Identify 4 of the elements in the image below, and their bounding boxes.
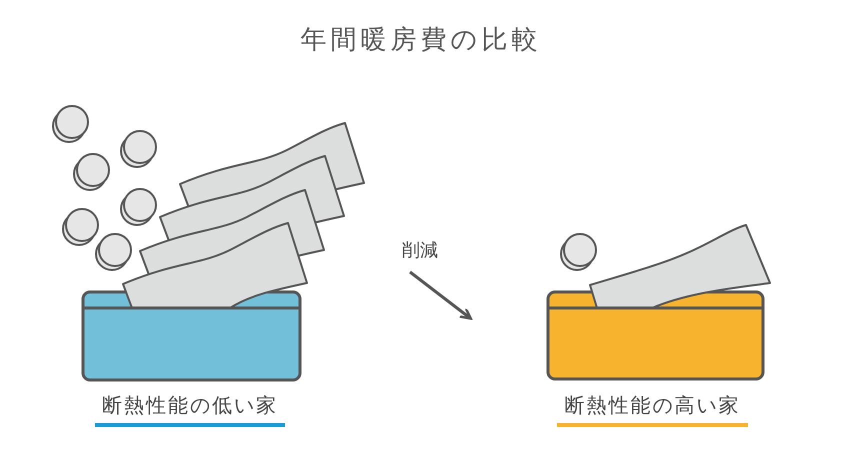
house-label: 断熱性能の低い家 (95, 392, 285, 427)
title: 年間暖房費の比較 (300, 24, 542, 57)
arrow (409, 270, 472, 320)
house-label: 断熱性能の高い家 (557, 392, 748, 427)
